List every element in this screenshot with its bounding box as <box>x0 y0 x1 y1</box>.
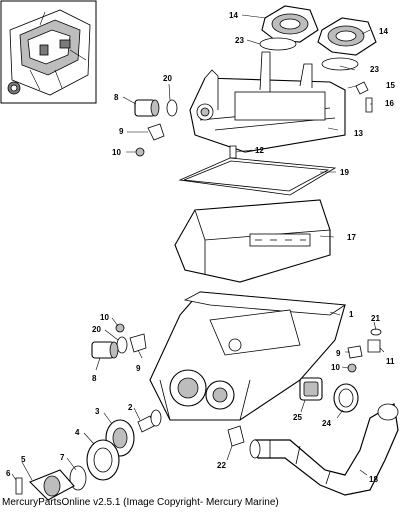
callout-18: 18 <box>369 475 378 484</box>
callout-8-mid: 8 <box>92 374 97 383</box>
callout-23-left: 23 <box>235 36 244 45</box>
callout-10-mid: 10 <box>100 313 109 322</box>
callout-1: 1 <box>349 310 354 319</box>
callout-22: 22 <box>217 461 226 470</box>
o-ring-left <box>259 37 297 51</box>
screw-12 <box>229 145 237 159</box>
callout-12: 12 <box>255 146 264 155</box>
callout-16: 16 <box>385 99 394 108</box>
screw-6 <box>15 477 23 495</box>
screw-16 <box>365 97 373 113</box>
engine-thumbnail <box>0 0 97 104</box>
clip-15 <box>355 81 369 95</box>
callout-4: 4 <box>75 428 80 437</box>
o-ring-20-mid <box>116 336 128 354</box>
callout-9-mid: 9 <box>136 364 141 373</box>
clip-9-right <box>347 345 363 359</box>
callout-6: 6 <box>6 469 11 478</box>
callout-8-upper: 8 <box>114 93 119 102</box>
callout-10-upper: 10 <box>112 148 121 157</box>
callout-19: 19 <box>340 168 349 177</box>
callout-25: 25 <box>293 413 302 422</box>
callout-20-upper: 20 <box>163 74 172 83</box>
throttle-body-cap-left <box>261 5 319 43</box>
callout-9-upper: 9 <box>119 127 124 136</box>
leader-lines <box>11 14 385 481</box>
sensor-22 <box>227 425 245 447</box>
air-box-body <box>149 291 347 421</box>
air-box-cover <box>189 51 346 153</box>
clip-9-upper <box>147 123 165 141</box>
callout-11: 11 <box>386 357 395 366</box>
throttle-body-cap-right <box>317 17 377 56</box>
callout-9-right: 9 <box>336 349 341 358</box>
clamp-24 <box>333 383 359 413</box>
callout-14-right: 14 <box>379 27 388 36</box>
callout-10-right: 10 <box>331 363 340 372</box>
callout-13: 13 <box>354 129 363 138</box>
callout-2: 2 <box>128 403 133 412</box>
o-ring-20-upper <box>166 99 178 117</box>
hose-18 <box>249 403 399 496</box>
callout-7: 7 <box>60 453 65 462</box>
fitting-8-upper <box>134 99 160 117</box>
callout-17: 17 <box>347 233 356 242</box>
callout-5: 5 <box>21 455 26 464</box>
callout-24: 24 <box>322 419 331 428</box>
o-ring-right <box>321 57 359 71</box>
screw-10-upper <box>135 147 145 157</box>
callout-23-right: 23 <box>370 65 379 74</box>
callout-14-left: 14 <box>229 11 238 20</box>
copyright-footer: MercuryPartsOnline v2.5.1 (Image Copyrig… <box>2 497 279 508</box>
fitting-25 <box>299 377 323 401</box>
clip-9-mid <box>129 333 147 353</box>
adapter-5 <box>29 469 75 501</box>
callout-20-mid: 20 <box>92 325 101 334</box>
screw-10-right <box>347 363 357 373</box>
fitting-2 <box>137 409 162 433</box>
fitting-8-mid <box>91 341 119 359</box>
callout-21: 21 <box>371 314 380 323</box>
fitting-11 <box>367 339 381 353</box>
o-ring-7 <box>69 465 87 491</box>
callout-3: 3 <box>95 407 100 416</box>
callout-15: 15 <box>386 81 395 90</box>
seal-4 <box>86 439 120 481</box>
air-filter-17 <box>174 199 331 283</box>
